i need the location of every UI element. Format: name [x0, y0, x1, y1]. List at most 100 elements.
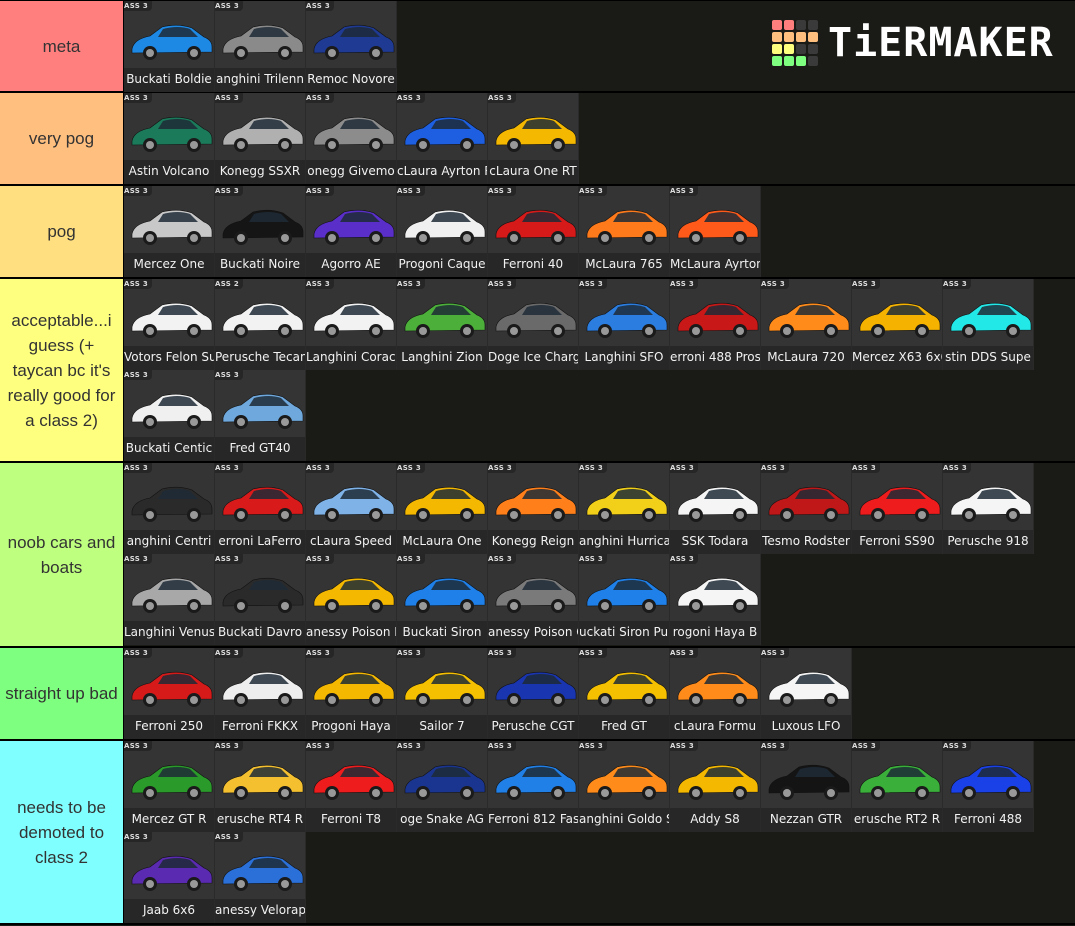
- car-name: anessy Poison F: [306, 621, 396, 645]
- tier-label[interactable]: noob cars and boats: [0, 463, 124, 646]
- car-name: anghini Goldo Supe: [579, 808, 669, 832]
- tier-label[interactable]: acceptable...i guess (+ taycan bc it's r…: [0, 279, 124, 461]
- car-name: Buckati Boldie: [124, 68, 214, 92]
- class-badge: ASS 3: [306, 648, 334, 658]
- class-badge: ASS 3: [306, 554, 334, 564]
- car-name: Tesmo Rodster: [761, 530, 851, 554]
- car-image-icon: [131, 24, 213, 60]
- car-image-icon: [495, 486, 577, 522]
- class-badge: ASS 3: [852, 279, 880, 289]
- tier-label[interactable]: needs to be demoted to class 2: [0, 741, 124, 923]
- class-badge: ASS 3: [397, 554, 425, 564]
- car-name: Ferroni 250: [124, 715, 214, 739]
- logo-grid-cell: [796, 32, 806, 42]
- tier-label[interactable]: straight up bad: [0, 648, 124, 739]
- tier-label[interactable]: pog: [0, 186, 124, 277]
- car-image-icon: [677, 671, 759, 707]
- car-name: Ferroni 812 Fasn: [488, 808, 578, 832]
- car-card[interactable]: ASS 3 anessy Poison F: [306, 554, 397, 645]
- tiermaker-logo[interactable]: TiERMAKER: [772, 20, 1054, 66]
- car-name: erusche RT2 R: [852, 808, 942, 832]
- car-image-icon: [404, 671, 486, 707]
- car-image-icon: [768, 671, 850, 707]
- tier-label[interactable]: very pog: [0, 93, 124, 184]
- car-image-icon: [131, 577, 213, 613]
- car-image-icon: [404, 577, 486, 613]
- class-badge: ASS 3: [124, 93, 152, 103]
- car-image-icon: [313, 209, 395, 245]
- logo-grid-cell: [772, 56, 782, 66]
- car-name: Ferroni 488: [943, 808, 1033, 832]
- car-image-icon: [313, 577, 395, 613]
- tier-label[interactable]: meta: [0, 1, 124, 91]
- class-badge: ASS 3: [124, 648, 152, 658]
- car-card[interactable]: ASS 3 Ferroni 250: [124, 648, 215, 739]
- class-badge: ASS 3: [670, 554, 698, 564]
- car-image-icon: [859, 764, 941, 800]
